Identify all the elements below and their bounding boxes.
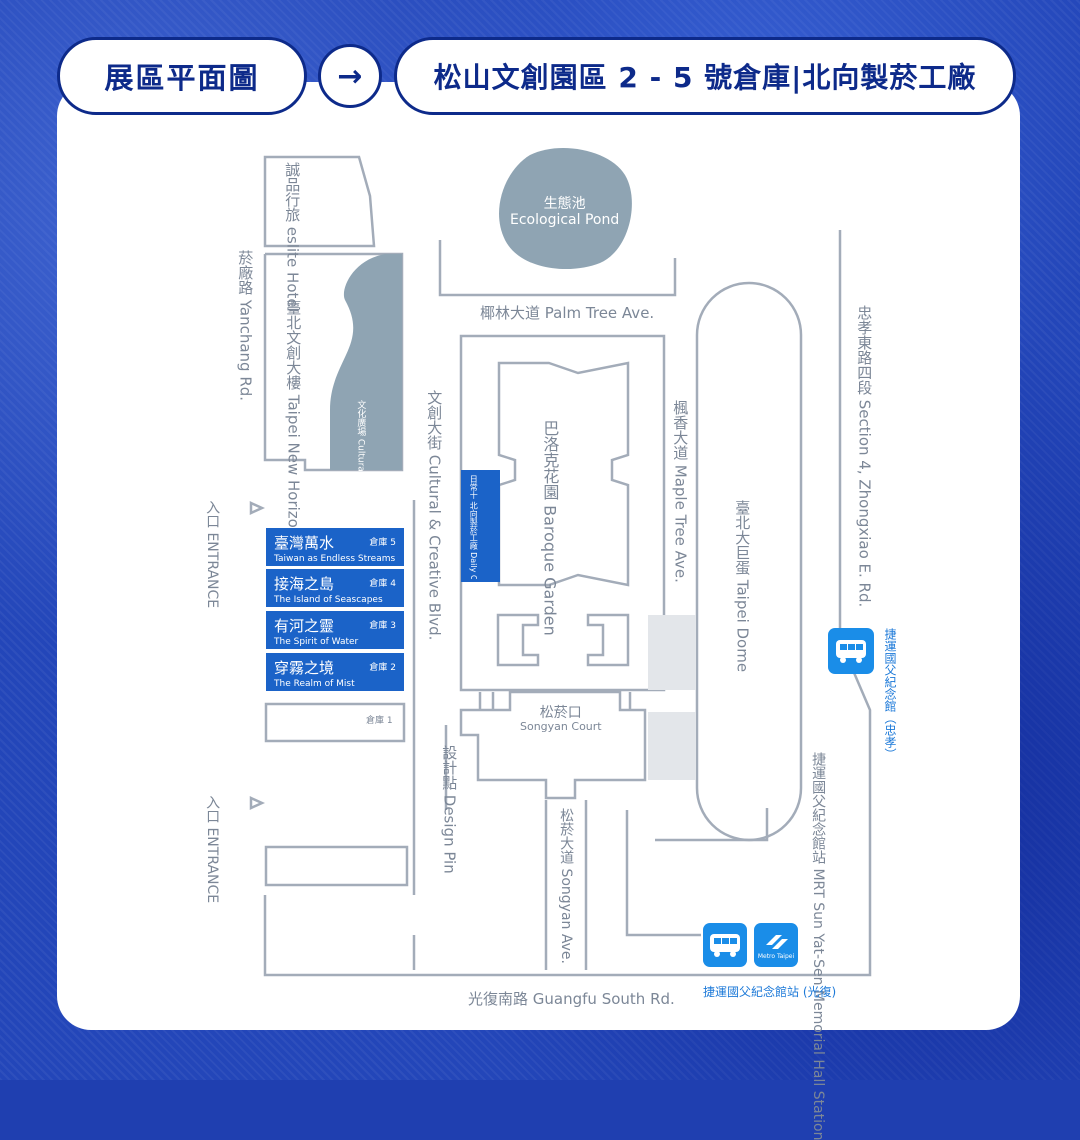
daily-cafe-box [461,470,500,582]
warehouse-en: The Realm of Mist [274,679,355,689]
warehouse-3[interactable]: 有河之靈 The Spirit of Water 倉庫 3 [266,611,404,649]
daily-cafe-label: 日常十 北向製菸工廠 Daily Café × North Tobacco Fa… [469,475,479,579]
pond-enclosure [438,240,677,297]
cultural-blvd-label: 文創大街 Cultural & Creative Blvd. [425,390,444,641]
warehouse-number: 倉庫 2 [369,663,396,673]
eslite-hotel-building [263,155,376,248]
bus-icon-zhongxiao [828,628,874,674]
songyan-court-outline [459,690,647,800]
songyan-ave-label: 松菸大道 Songyan Ave. [558,808,575,964]
maple-label: 楓香大道 Maple Tree Ave. [671,400,690,583]
building-lower [625,810,701,937]
warehouse-2[interactable]: 穿霧之境 The Realm of Mist 倉庫 2 [266,653,404,691]
metro-logo-text: Metro Taipei [757,952,795,960]
lower-building [264,845,409,887]
entrance-bottom-label: 入口 ENTRANCE [204,795,221,904]
cultural-plaza [330,254,402,470]
bus-guangfu-label: 捷運國父紀念館站 (光復) [703,985,837,999]
venue-title: 松山文創園區 2 - 5 號倉庫|北向製菸工廠 [394,37,1016,115]
warehouse-number: 倉庫 3 [369,621,396,631]
warehouse-1-label: 倉庫 1 [366,716,393,726]
warehouse-1-box [264,702,406,743]
court-right [586,613,630,667]
warehouse-name: 有河之靈 [274,617,335,635]
mrt-station-label: 捷運國父紀念館站 MRT Sun Yat-Sen Memorial Hall S… [810,752,827,1140]
new-horizon-label: 臺北文創大樓 Taipei New Horizon [284,300,303,538]
warehouse-en: The Spirit of Water [274,637,359,647]
bus-icon-guangfu [703,923,747,967]
warehouse-name: 穿霧之境 [274,659,335,677]
cultural-plaza-label: 文化廣場 Cultural Plaza [355,400,366,501]
connector-upper [648,615,696,690]
warehouse-name: 接海之島 [274,575,335,593]
guangfu-label: 光復南路 Guangfu South Rd. [468,990,675,1008]
baroque-garden [497,361,630,587]
dome-label: 臺北大巨蛋 Taipei Dome [733,500,752,673]
baroque-label: 巴洛克花園 Baroque Garden [540,420,560,636]
warehouse-en: Taiwan as Endless Streams [274,554,396,564]
warehouse-en: The Island of Seascapes [274,595,383,605]
eslite-label: 誠品行旅 eslite Hotel [283,162,302,312]
site-map [249,147,872,977]
warehouse-number: 倉庫 4 [369,579,396,589]
ecological-pond [499,147,632,270]
warehouse-number: 倉庫 5 [369,538,396,548]
entrance-top-label: 入口 ENTRANCE [204,500,221,609]
entrance-triangle-bottom [249,796,266,810]
page-title: 展區平面圖 [57,37,307,115]
palm-label: 椰林大道 Palm Tree Ave. [480,304,655,322]
design-pin-label: 設計點 Design Pin [440,745,459,874]
warehouse-5[interactable]: 臺灣萬水 Taiwan as Endless Streams 倉庫 5 [266,528,404,566]
bus-zhongxiao-label: 捷運國父紀念館（忠孝） [883,628,897,760]
guangfu-road-line [263,230,872,977]
warehouse-4[interactable]: 接海之島 The Island of Seascapes 倉庫 4 [266,569,404,607]
entrance-triangle-top [249,501,266,515]
connector-lower [648,712,696,780]
metro-taipei-icon: Metro Taipei [754,923,798,967]
zhongxiao-label: 忠孝東路四段 Section 4, Zhongxiao E. Rd. [855,305,874,608]
warehouse-name: 臺灣萬水 [274,534,335,552]
arrow-icon: → [318,44,382,108]
yanchang-label: 菸廠路 Yanchang Rd. [236,250,255,402]
court-left [496,613,540,667]
